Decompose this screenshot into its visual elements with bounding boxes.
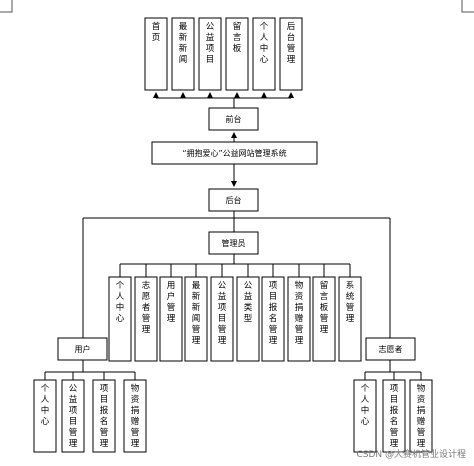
frontend-page-1-label: 首页 <box>152 21 161 43</box>
admin-module-6-box <box>236 276 260 362</box>
csdn-watermark: CSDN @大赛机管业设计程 <box>356 448 466 460</box>
admin-module-8-label: 物资捐赠管理 <box>295 280 304 346</box>
admin-module-7-label: 项目报名管理 <box>269 281 278 346</box>
admin-module-3: 用户管理 <box>159 276 183 362</box>
volunteer-module-3-box <box>409 379 433 453</box>
frontend-page-3-box <box>198 17 222 91</box>
user-module-2-label: 公益项目管理 <box>69 384 78 449</box>
volunteer-node-box <box>365 337 416 361</box>
admin-module-4-label: 最新新闻管理 <box>192 281 201 346</box>
corner-mark-top-right <box>461 0 474 13</box>
admin-module-8: 物资捐赠管理 <box>287 276 311 362</box>
user-module-3-label: 项目报名管理 <box>100 384 109 449</box>
admin-module-8-box <box>287 276 311 362</box>
user-node: 用户 <box>57 337 108 361</box>
user-module-1-label: 个人中心 <box>41 384 50 427</box>
admin-module-2-label: 志愿者管理 <box>142 280 151 335</box>
admin-module-9-label: 留言板管理 <box>320 280 329 335</box>
user-module-3-box <box>92 379 116 453</box>
user-module-4-box <box>123 379 147 453</box>
frontend-page-6: 后台管理 <box>279 17 303 91</box>
volunteer-module-3: 物资捐赠管理 <box>409 379 433 453</box>
frontend-page-5-label: 个人中心 <box>260 22 269 65</box>
system-node: “拥抱爱心”公益网站管理系统 <box>151 141 318 165</box>
admin-module-2-box <box>134 276 158 362</box>
user-module-1: 个人中心 <box>33 379 57 453</box>
frontend-page-2-box <box>171 17 195 91</box>
backend-node: 后台 <box>208 188 259 212</box>
volunteer-module-2: 项目报名管理 <box>382 379 406 453</box>
admin-node-box <box>208 231 259 255</box>
volunteer-node: 志愿者 <box>365 337 416 361</box>
frontend-page-1-box <box>144 17 168 91</box>
frontend-page-5-box <box>252 17 276 91</box>
admin-module-2: 志愿者管理 <box>134 276 158 362</box>
user-module-1-box <box>33 379 57 453</box>
admin-module-3-label: 用户管理 <box>167 281 176 324</box>
volunteer-module-1-label: 个人中心 <box>361 384 370 427</box>
admin-module-1-box <box>108 276 132 362</box>
admin-module-5-box <box>210 276 234 362</box>
admin-module-3-box <box>159 276 183 362</box>
admin-node: 管理员 <box>208 231 259 255</box>
corner-mark-top-left <box>0 0 13 13</box>
frontend-page-2: 最新新闻 <box>171 17 195 91</box>
admin-module-9-box <box>312 276 336 362</box>
frontend-page-5: 个人中心 <box>252 17 276 91</box>
user-module-3: 项目报名管理 <box>92 379 116 453</box>
frontend-page-3-label: 公益项目 <box>206 22 215 65</box>
volunteer-node-label: 志愿者 <box>379 344 403 354</box>
frontend-page-4-box <box>225 17 249 91</box>
frontend-page-2-label: 最新新闻 <box>179 22 188 65</box>
volunteer-module-1: 个人中心 <box>353 379 377 453</box>
admin-module-10-label: 系统管理 <box>346 280 355 324</box>
frontend-page-3: 公益项目 <box>198 17 222 91</box>
frontend-page-6-box <box>279 17 303 91</box>
user-module-2: 公益项目管理 <box>61 379 85 453</box>
user-module-2-box <box>61 379 85 453</box>
backend-node-label: 后台 <box>226 195 242 205</box>
frontend-page-4: 留言板 <box>225 17 249 91</box>
admin-module-6: 公益类型 <box>236 276 260 362</box>
admin-node-label: 管理员 <box>222 238 246 248</box>
frontend-page-6-label: 后台管理 <box>287 21 296 65</box>
admin-module-5-label: 公益项目管理 <box>218 281 227 346</box>
admin-module-6-label: 公益类型 <box>244 281 253 324</box>
volunteer-module-1-box <box>353 379 377 453</box>
backend-node-box <box>208 188 259 212</box>
system-node-label: “拥抱爱心”公益网站管理系统 <box>182 148 286 158</box>
volunteer-module-2-label: 项目报名管理 <box>390 384 399 449</box>
volunteer-module-3-label: 物资捐赠管理 <box>417 383 426 449</box>
admin-module-1: 个人中心 <box>108 276 132 362</box>
user-node-label: 用户 <box>75 344 91 354</box>
admin-module-10: 系统管理 <box>338 276 362 362</box>
user-module-4-label: 物资捐赠管理 <box>131 383 140 449</box>
user-module-4: 物资捐赠管理 <box>123 379 147 453</box>
admin-module-7: 项目报名管理 <box>261 276 285 362</box>
frontend-node-box <box>208 107 259 131</box>
admin-module-1-label: 个人中心 <box>116 281 125 324</box>
frontend-page-1: 首页 <box>144 17 168 91</box>
user-node-box <box>57 337 108 361</box>
frontend-node-label: 前台 <box>226 114 242 124</box>
admin-module-10-box <box>338 276 362 362</box>
volunteer-module-2-box <box>382 379 406 453</box>
admin-module-4: 最新新闻管理 <box>184 276 208 362</box>
admin-module-7-box <box>261 276 285 362</box>
admin-module-9: 留言板管理 <box>312 276 336 362</box>
admin-module-5: 公益项目管理 <box>210 276 234 362</box>
system-node-box <box>151 141 318 165</box>
frontend-node: 前台 <box>208 107 259 131</box>
admin-module-4-box <box>184 276 208 362</box>
frontend-page-4-label: 留言板 <box>233 21 242 54</box>
